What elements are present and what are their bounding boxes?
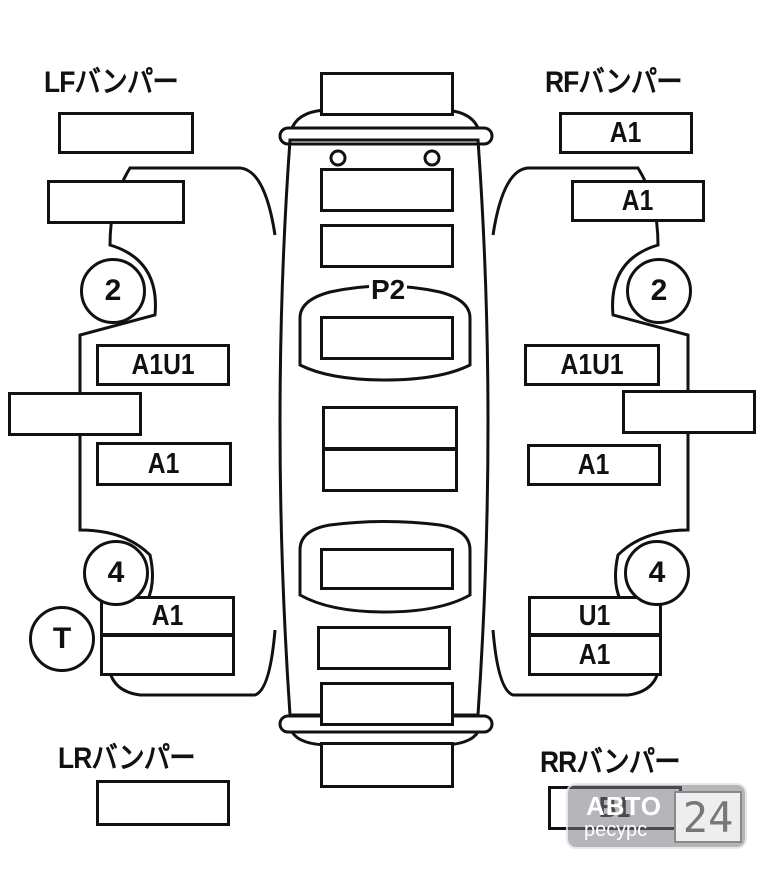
lr-bumper-label: LRバンパー — [58, 742, 196, 775]
front-bumper-bar — [278, 126, 494, 146]
rf-door-box: A1U1 — [524, 344, 660, 386]
trunk-rear-box — [320, 682, 454, 726]
watermark-line1: АВТО — [586, 791, 663, 821]
headlight-left — [329, 149, 347, 167]
rf-fender-box: A1 — [571, 180, 705, 222]
avtoresurs-watermark: АВТО ресурс 24 — [566, 783, 747, 849]
lf-door-box: A1U1 — [96, 344, 230, 386]
trunk-front-box — [317, 626, 451, 670]
roof-front-box — [322, 406, 458, 450]
rr-quarter-top-box: U1 — [528, 596, 662, 636]
hood-rear-box — [320, 224, 454, 268]
wheel-left-front: 2 — [80, 258, 146, 324]
lr-quarter-bottom-box — [100, 634, 235, 676]
spare-tire: T — [29, 606, 95, 672]
hood-front-box — [320, 168, 454, 212]
left-side — [78, 166, 277, 697]
windshield — [298, 284, 472, 382]
lf-bumper-box — [58, 112, 194, 154]
headlight-right — [423, 149, 441, 167]
right-sill-box — [622, 390, 756, 434]
wheel-right-rear: 4 — [624, 540, 690, 606]
rr-door-box: A1 — [527, 444, 661, 486]
rr-quarter-bottom-box: A1 — [528, 634, 662, 676]
lr-door-box: A1 — [96, 442, 232, 486]
lf-fender-box — [47, 180, 185, 224]
roof-damage-mark: P2 — [369, 274, 408, 305]
watermark-line2: ресурс — [584, 819, 648, 841]
lf-bumper-label: LFバンパー — [44, 66, 179, 99]
roof-rear-box — [322, 448, 458, 492]
rear-window-box — [320, 548, 454, 590]
wheel-right-front: 2 — [626, 258, 692, 324]
front-bumper-center-box — [320, 72, 454, 116]
rear-bumper-center-box — [320, 742, 454, 788]
wheel-left-rear: 4 — [83, 540, 149, 606]
windshield-box — [320, 316, 454, 360]
rf-bumper-label: RFバンパー — [545, 66, 683, 99]
left-sill-box — [8, 392, 142, 436]
lr-bumper-box — [96, 780, 230, 826]
rf-bumper-box: A1 — [559, 112, 693, 154]
watermark-digits: 24 — [674, 791, 742, 843]
right-side — [491, 166, 690, 697]
rear-window — [298, 520, 472, 614]
rr-bumper-label: RRバンパー — [540, 746, 681, 779]
